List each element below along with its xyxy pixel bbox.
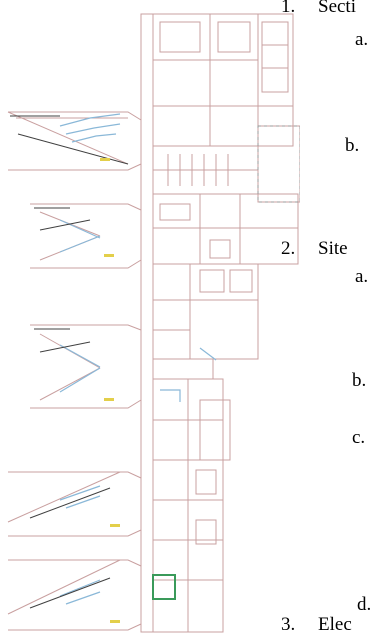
corridor-stub [152, 358, 214, 380]
item-2d-marker: d. [357, 594, 372, 615]
item-3-marker: 3. [281, 614, 296, 635]
item-2c-marker: c. [352, 427, 366, 448]
wing-4 [7, 471, 142, 537]
item-1a-marker: a. [355, 29, 369, 50]
stair-core [152, 574, 176, 600]
item-2b-marker: b. [352, 370, 367, 391]
item-2-text: Site [318, 238, 348, 259]
floor-plan-drawing [7, 13, 300, 633]
wing-5 [7, 559, 142, 631]
item-3-text: Elec [318, 614, 352, 635]
item-2a-marker: a. [355, 266, 369, 287]
middle-rooms [152, 263, 259, 360]
wing-3 [30, 324, 142, 409]
wing-1 [7, 111, 142, 171]
building-spine [140, 13, 154, 633]
east-annex [257, 125, 300, 203]
item-2-marker: 2. [281, 238, 296, 259]
wing-2 [30, 203, 142, 269]
item-1-text: Secti [318, 0, 356, 17]
item-1-marker: 1. [281, 0, 296, 17]
item-1b-marker: b. [345, 135, 360, 156]
